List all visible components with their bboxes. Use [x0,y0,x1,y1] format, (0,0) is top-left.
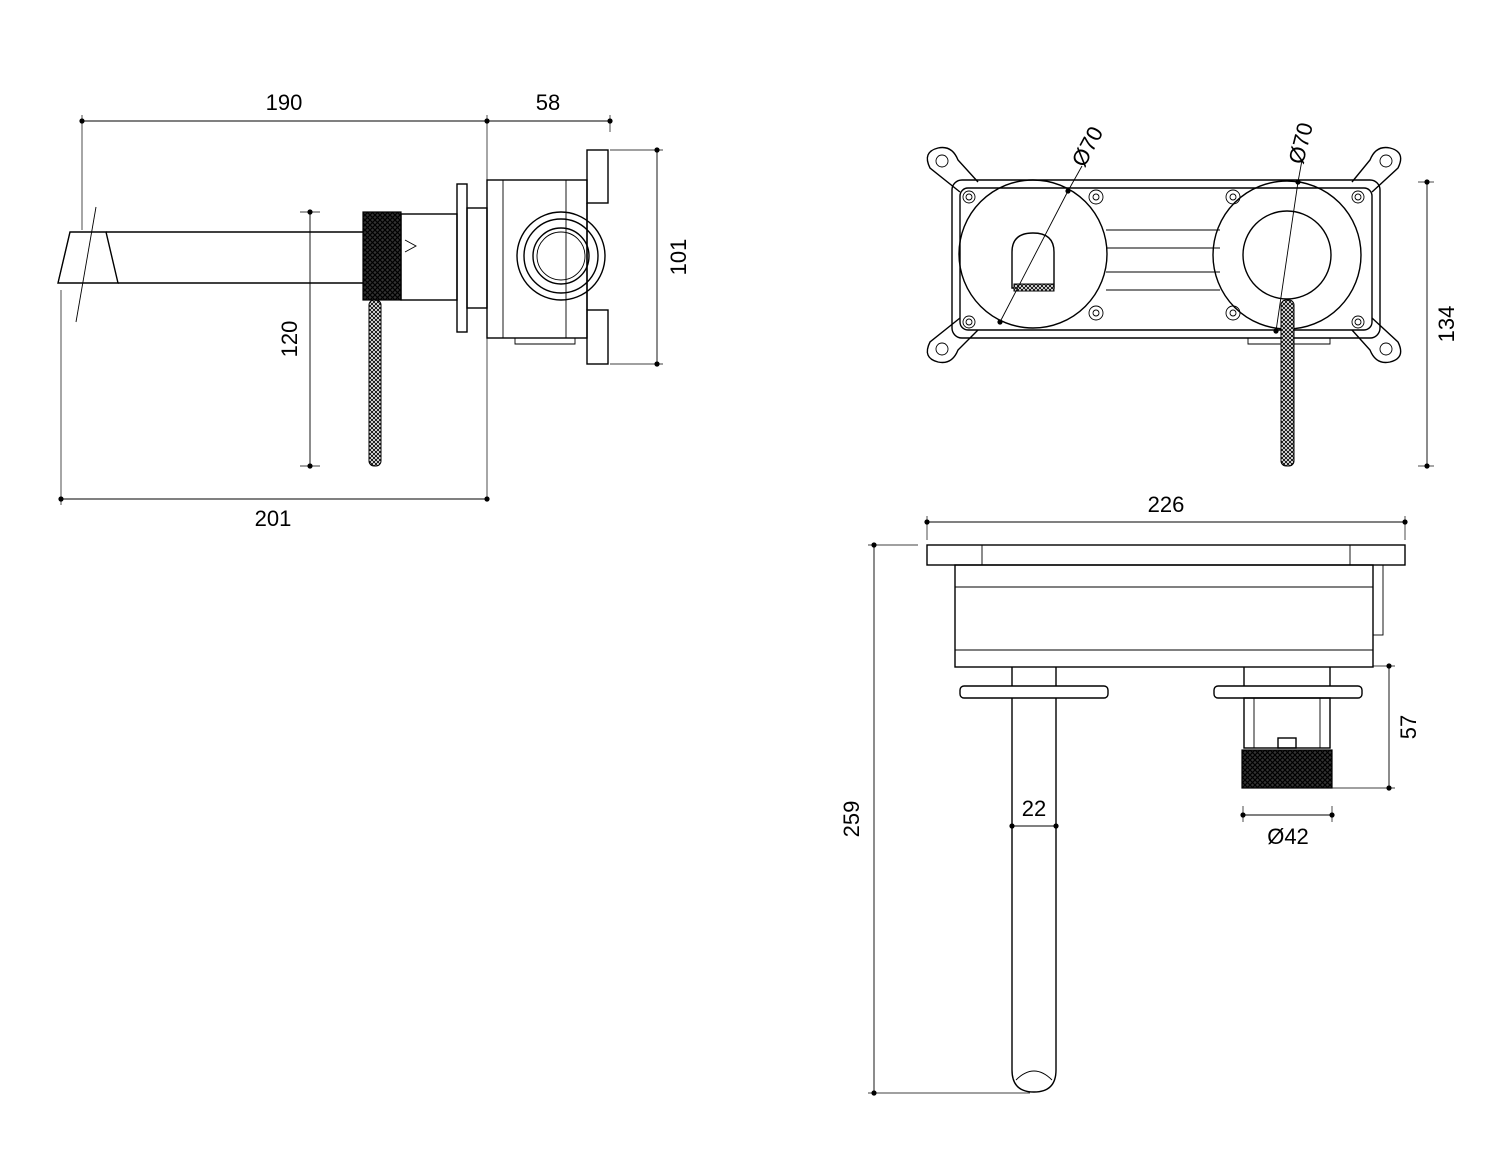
dim-box-height: 101 [610,147,691,367]
dim-handle-diameter-label: Ø42 [1267,824,1309,849]
front-view: Ø70 Ø70 134 [926,120,1459,469]
dim-left-plate-diameter: Ø70 [997,122,1109,325]
handle-top [1213,667,1363,789]
dim-total-width-label: 226 [1148,492,1185,517]
dim-handle-diameter: Ø42 [1240,806,1335,849]
spout-plate-front [958,179,1108,329]
dim-spout-width-label: 22 [1022,796,1046,821]
dim-total-depth: 259 [839,542,1030,1096]
rough-in-box-front [951,179,1381,345]
rough-in-box-top [926,544,1406,668]
dim-spout-width: 22 [1009,796,1059,829]
lever-side [368,299,382,467]
dim-spout-height: 120 [277,209,320,469]
top-view: 226 259 [839,492,1421,1096]
rough-in-box-side [486,149,609,365]
dim-front-box-height: 134 [1418,179,1459,469]
cartridge-side [400,213,458,301]
dim-box-depth-label: 58 [536,90,560,115]
dim-front-box-height-label: 134 [1434,306,1459,343]
dim-spout-length-label: 190 [266,90,303,115]
dim-spout-length: 190 [79,90,490,500]
side-view: 190 58 101 120 [57,90,691,531]
dim-handle-projection: 57 [1332,663,1421,791]
dim-box-depth: 58 [487,90,613,132]
spout-side [57,206,365,323]
dim-box-height-label: 101 [666,239,691,276]
dim-spout-height-label: 120 [277,321,302,358]
dim-left-plate-diameter-label: Ø70 [1067,122,1109,170]
dim-handle-projection-label: 57 [1396,715,1421,739]
dim-right-plate-diameter: Ø70 [1273,120,1318,334]
handle-plate-front [1212,180,1362,467]
dim-total-depth-label: 259 [839,801,864,838]
mounting-lugs [926,146,1402,364]
dim-right-plate-diameter-label: Ø70 [1284,120,1318,166]
handle-knurl-side [362,211,402,301]
wall-plate-side [456,183,468,333]
dim-total-length-label: 201 [255,506,292,531]
spout-top [959,667,1109,1093]
dim-total-width: 226 [924,492,1408,540]
dim-total-length: 201 [58,290,490,531]
